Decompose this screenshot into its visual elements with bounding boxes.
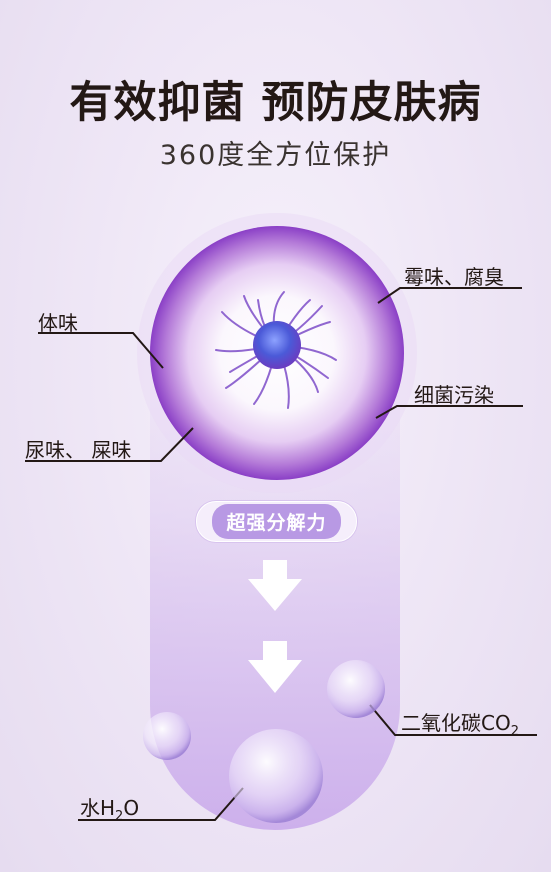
pointer-co2	[369, 704, 537, 736]
page-subtitle: 360度全方位保护	[159, 140, 392, 171]
pointer-urine-odor	[25, 427, 194, 462]
pointer-body-odor	[38, 332, 164, 369]
pointer-water	[78, 787, 244, 821]
label-urine-odor: 尿味、 屎味	[25, 438, 132, 462]
page-title: 有效抑菌 预防皮肤病	[69, 78, 482, 128]
co2-bubble	[327, 660, 385, 718]
pointer-mold-odor	[377, 287, 522, 304]
label-bacteria-pollution: 细菌污染	[414, 383, 494, 407]
label-body-odor: 体味	[38, 311, 78, 335]
decompose-badge: 超强分解力	[196, 501, 357, 542]
water-text: 水H	[80, 796, 116, 820]
down-arrow-icon	[248, 641, 302, 693]
water-subscript: 2	[115, 809, 124, 824]
bacteria-core	[253, 321, 301, 369]
pointer-lines	[25, 287, 537, 821]
label-mold-odor: 霉味、腐臭	[404, 265, 504, 289]
down-arrow-icon	[248, 560, 302, 611]
label-co2: 二氧化碳CO2	[401, 707, 519, 739]
label-water: 水H2O	[80, 792, 139, 824]
decompose-label: 超强分解力	[212, 504, 341, 539]
water-suffix: O	[123, 796, 140, 820]
co2-text: 二氧化碳CO	[401, 711, 511, 735]
small-bubble	[143, 712, 191, 760]
co2-subscript: 2	[510, 724, 519, 739]
water-bubble	[229, 729, 323, 823]
pointer-bacteria	[375, 405, 523, 419]
